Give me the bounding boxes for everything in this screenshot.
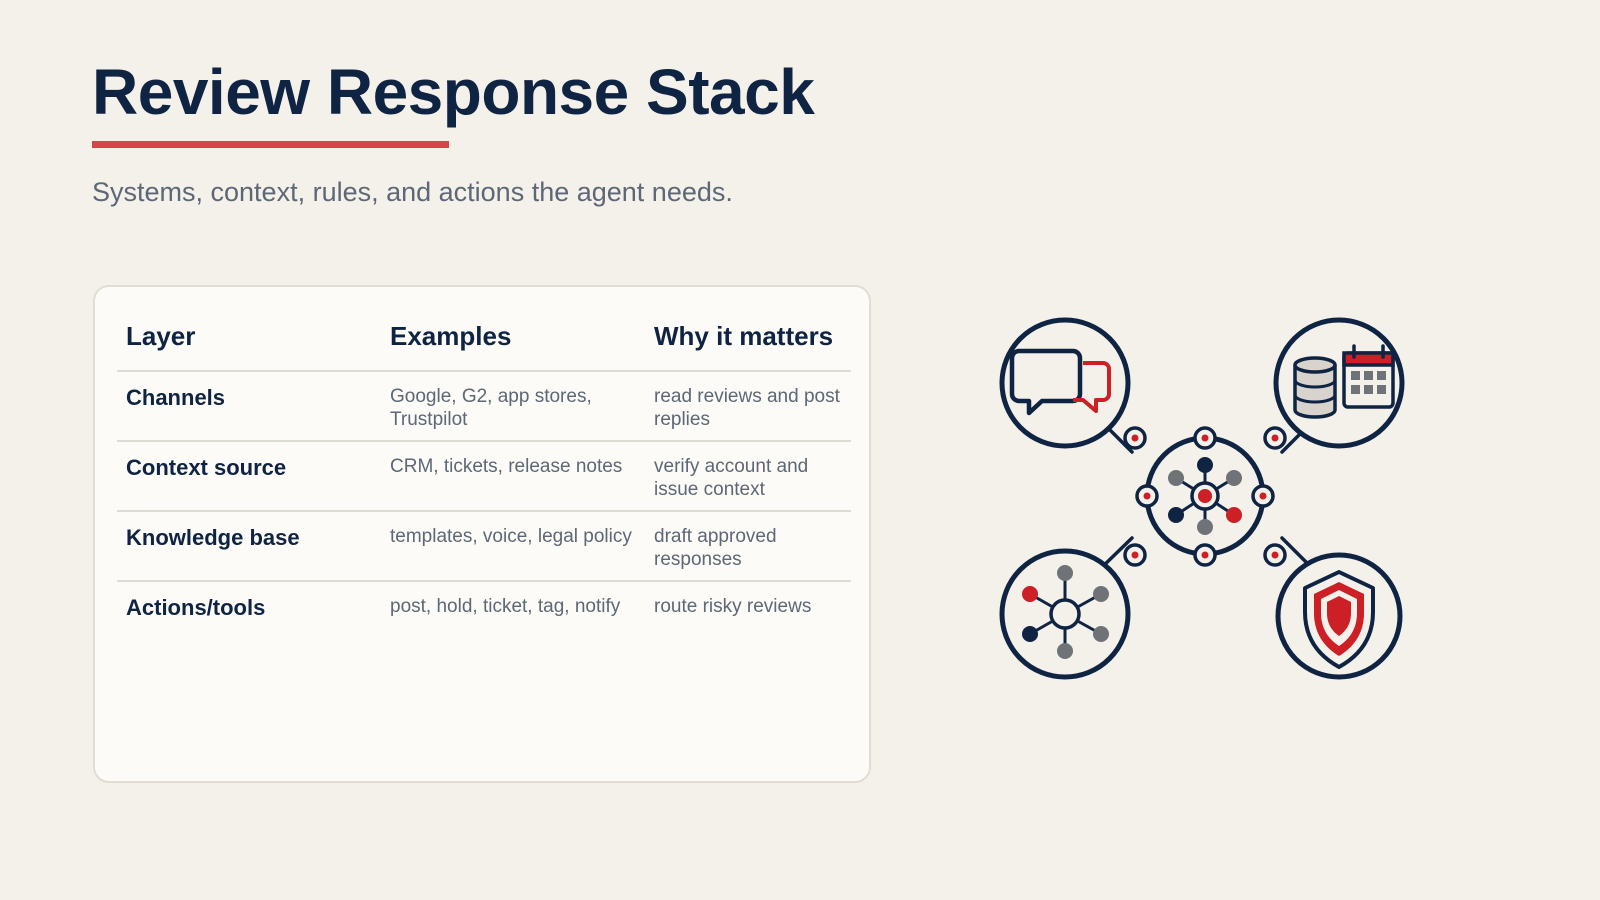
layer-cell: Channels — [126, 385, 226, 410]
why-cell: draft approved responses — [654, 526, 777, 570]
table-header-row: Layer Examples Why it matters — [117, 303, 851, 372]
calendar-icon — [1342, 344, 1395, 409]
header-why-it-matters: Why it matters — [654, 321, 834, 351]
why-cell: verify account and issue context — [654, 456, 809, 500]
connection-node — [1123, 426, 1147, 450]
table-row: Knowledge base templates, voice, legal p… — [117, 512, 851, 582]
examples-cell: templates, voice, legal policy — [390, 526, 632, 547]
database-icon — [1293, 356, 1337, 419]
title-underline — [92, 141, 449, 148]
connection-node — [1135, 484, 1159, 508]
network-icon — [999, 548, 1131, 680]
connection-node — [1123, 543, 1147, 567]
examples-cell: Google, G2, app stores, Trustpilot — [390, 386, 592, 430]
examples-cell: CRM, tickets, release notes — [390, 456, 623, 477]
connection-node — [1263, 543, 1287, 567]
connection-node — [1193, 426, 1217, 450]
stack-diagram — [999, 317, 1405, 680]
why-cell: route risky reviews — [654, 596, 812, 617]
layer-cell: Actions/tools — [126, 595, 266, 620]
page-subtitle: Systems, context, rules, and actions the… — [92, 177, 733, 207]
chat-bubbles-icon — [999, 317, 1131, 449]
connection-node — [1263, 426, 1287, 450]
connection-node — [1193, 543, 1217, 567]
stack-table-card: Layer Examples Why it matters Channels G… — [93, 285, 871, 783]
layer-cell: Knowledge base — [126, 525, 300, 550]
shield-icon — [1275, 552, 1403, 680]
header-examples: Examples — [390, 321, 512, 351]
table-row: Actions/tools post, hold, ticket, tag, n… — [117, 582, 851, 652]
table-row: Context source CRM, tickets, release not… — [117, 442, 851, 512]
examples-cell: post, hold, ticket, tag, notify — [390, 596, 621, 617]
database-calendar-icon — [1273, 317, 1405, 449]
header-layer: Layer — [126, 321, 196, 351]
page-title: Review Response Stack — [92, 56, 815, 128]
central-hub-icon — [1144, 435, 1266, 557]
layer-cell: Context source — [126, 455, 287, 480]
table-row: Channels Google, G2, app stores, Trustpi… — [117, 372, 851, 442]
connection-nodes — [1123, 426, 1287, 567]
connection-node — [1251, 484, 1275, 508]
why-cell: read reviews and post replies — [654, 386, 840, 430]
stack-table: Layer Examples Why it matters Channels G… — [117, 303, 851, 652]
